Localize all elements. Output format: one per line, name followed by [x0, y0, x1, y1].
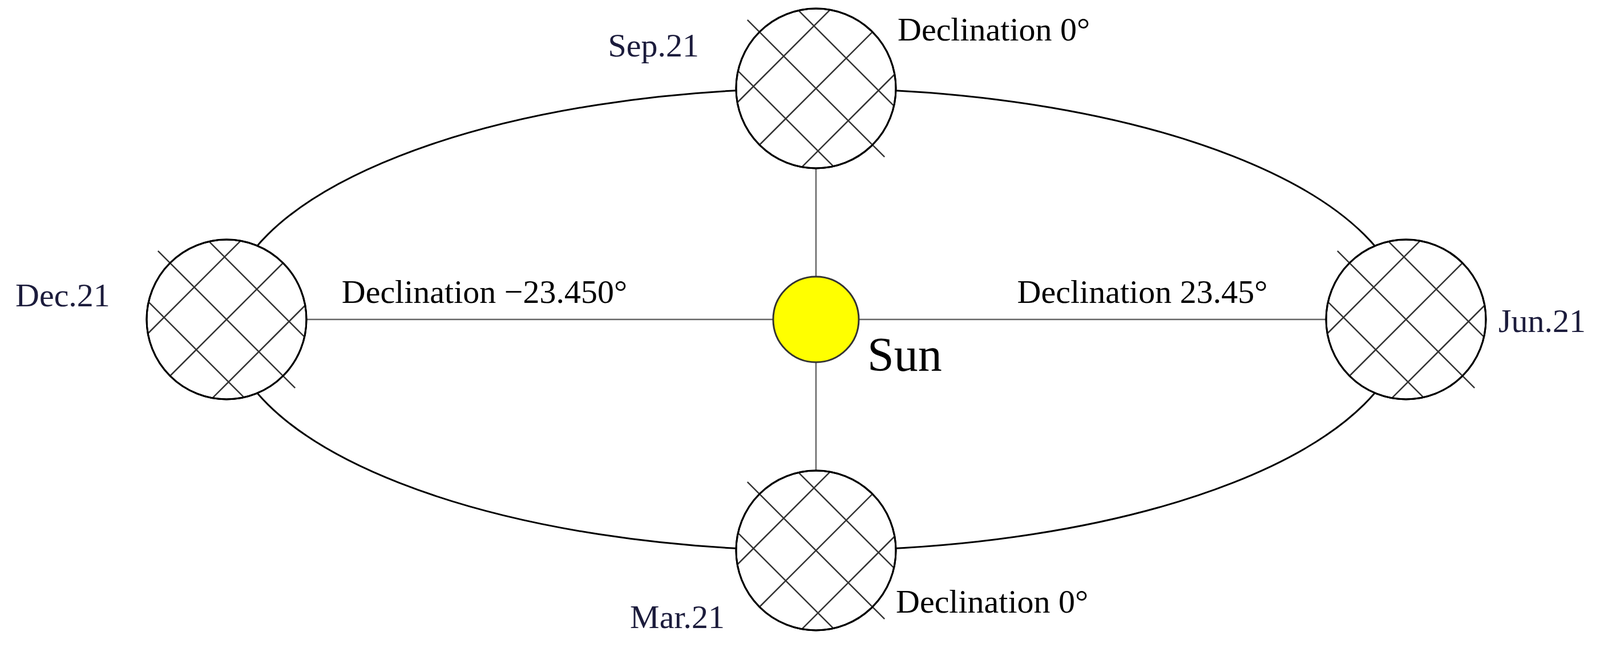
sun-label: Sun [867, 327, 943, 383]
earth-circle-shape [736, 470, 896, 631]
earth-circle-outline [146, 239, 307, 400]
earth-circle: Jun.21 [1326, 239, 1486, 400]
text-holder: Declination 0° [897, 10, 1090, 50]
earth-circle-outline [1326, 239, 1486, 400]
earth-circle [1326, 239, 1486, 400]
hatch-line [789, 1, 903, 115]
hatch-line [729, 62, 843, 176]
earth-circle: Mar.21Declination 0° [736, 470, 896, 631]
text-holder: Mar.21 [629, 598, 725, 637]
text-holder: Sun [867, 327, 943, 383]
date-label: Dec.21 [15, 276, 111, 315]
text-holder: Declination −23.450° [341, 273, 628, 312]
declination-label: Declination 23.45° [1017, 273, 1268, 312]
axis-line [1337, 251, 1475, 389]
text-holder: Dec.21 [15, 276, 111, 315]
earth-circle [736, 470, 896, 631]
hatch-line [789, 463, 903, 577]
text-holder: Declination 23.45° [1017, 273, 1268, 312]
sun-circle [773, 276, 859, 363]
connector-line [815, 168, 818, 277]
axis-line [747, 19, 885, 157]
earth-circle-outline [736, 8, 896, 169]
earth-circle [146, 239, 307, 400]
connector-line [306, 318, 774, 321]
hatch-line [1379, 232, 1493, 346]
declination-label: Declination 0° [897, 10, 1090, 50]
sun-circle: Sun [773, 276, 859, 363]
text-holder: Declination 0° [895, 583, 1089, 622]
hatch-line [139, 293, 253, 407]
connector-line [858, 318, 1327, 321]
earth-circle-outline [736, 470, 896, 631]
earth-circle-shape [146, 239, 307, 400]
axis-line [747, 482, 885, 620]
earth-circle [736, 8, 896, 169]
hatch-line [729, 524, 843, 638]
text-holder: Sep.21 [608, 26, 700, 66]
earth-circle: Sep.21Declination 0° [736, 8, 896, 169]
date-label: Jun.21 [1498, 302, 1586, 341]
declination-label: Declination 0° [895, 583, 1089, 622]
earth-circle-shape [1326, 239, 1486, 400]
earth-circle-shape [736, 8, 896, 169]
axis-line [158, 251, 296, 389]
earth-circle: Dec.21 [146, 239, 307, 400]
hatch-line [1319, 293, 1433, 407]
text-holder: Jun.21 [1498, 302, 1586, 341]
sun-circle-shape [773, 276, 859, 363]
declination-label: Declination −23.450° [341, 273, 628, 312]
connector-line [815, 362, 818, 471]
date-label: Sep.21 [608, 26, 700, 66]
date-label: Mar.21 [629, 598, 725, 637]
hatch-line [200, 232, 314, 346]
